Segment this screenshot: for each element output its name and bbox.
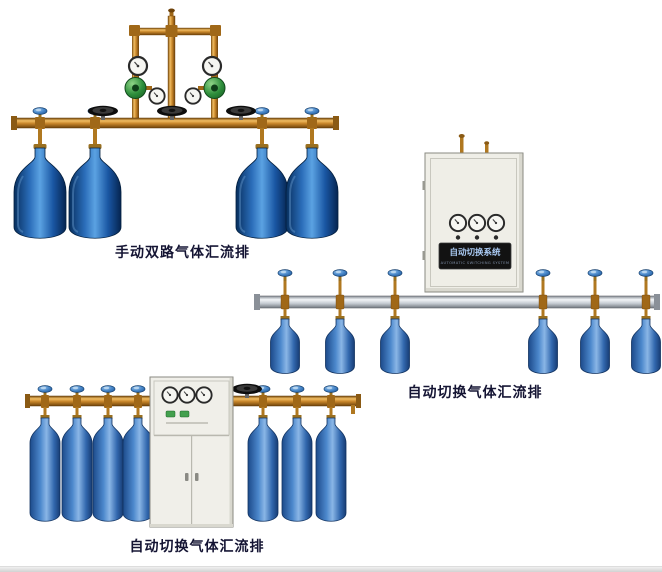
cylinder-valve-knob <box>638 269 654 282</box>
cylinder-valve-knob <box>32 107 48 120</box>
control-panel-title: 自动切换系统 <box>449 247 501 258</box>
gas-cylinder <box>13 143 67 240</box>
cylinder-connection <box>528 269 558 374</box>
auto-switch-manifold-illustration: 自动切换系统 AUTOMATIC SWITCHING SYSTEM <box>254 134 661 374</box>
door-divider <box>191 436 193 524</box>
gas-cylinder <box>122 414 154 522</box>
gas-cylinder <box>270 315 300 374</box>
indicator-light <box>493 235 499 240</box>
gas-cylinder <box>247 414 279 522</box>
manifold-main-pipe <box>11 116 339 130</box>
cabinet-hinge <box>422 251 426 260</box>
pressure-gauge <box>178 386 196 404</box>
figure-auto-switch-manifold-wall: 自动切换系统 AUTOMATIC SWITCHING SYSTEM <box>252 133 662 383</box>
cylinder-connection <box>631 269 661 374</box>
bottom-edge-strip <box>0 566 662 572</box>
pressure-gauge <box>467 213 487 233</box>
cylinder-connection <box>325 269 355 374</box>
right-pressure-regulator <box>184 55 226 118</box>
cylinder-connection <box>315 385 347 522</box>
control-cabinet <box>149 376 234 528</box>
label-text-line <box>166 422 208 424</box>
cylinder-valve-knob <box>535 269 551 282</box>
cylinder-connection <box>122 385 154 522</box>
door-handle <box>195 473 199 481</box>
cylinder-connection <box>281 385 313 522</box>
manifold-pipe <box>254 294 660 310</box>
cylinder-connection <box>87 107 103 147</box>
cylinder-connection <box>247 385 279 522</box>
cylinder-connection <box>580 269 610 374</box>
cylinder-connection <box>32 107 48 147</box>
pipe-end-cap <box>25 394 30 408</box>
green-label <box>179 410 190 418</box>
cylinder-valve-knob <box>304 107 320 120</box>
control-panel-subtitle: AUTOMATIC SWITCHING SYSTEM <box>441 261 510 265</box>
pressure-gauge <box>448 213 468 233</box>
figure-auto-switch-manifold-floor <box>20 370 370 538</box>
pipe-end-cap <box>333 116 339 130</box>
pipe-end-cap <box>654 294 660 310</box>
cabinet-top-fittings <box>458 134 490 155</box>
gas-cylinder <box>92 414 124 522</box>
cylinder-valve-knob <box>332 269 348 282</box>
gas-cylinder <box>29 414 61 522</box>
cylinder-connection <box>61 385 93 522</box>
cylinder-connection <box>270 269 300 374</box>
gas-cylinder <box>580 315 610 374</box>
cylinder-connection <box>304 107 320 147</box>
pipe-end-cap <box>356 394 361 408</box>
pressure-gauge <box>148 87 166 105</box>
door-handle <box>185 473 189 481</box>
cross-fitting <box>165 25 178 37</box>
pipe-end-cap <box>11 116 17 130</box>
pressure-gauge <box>195 386 213 404</box>
gas-cylinder <box>528 315 558 374</box>
gas-cylinder <box>380 315 410 374</box>
gas-cylinder <box>281 414 313 522</box>
pressure-gauge <box>161 386 179 404</box>
gas-cylinder <box>68 143 122 240</box>
indicator-light <box>455 235 461 240</box>
pressure-gauge <box>486 213 506 233</box>
regulator-body <box>124 77 147 99</box>
auto-switch-floor-manifold-illustration <box>25 376 361 528</box>
pipe-end-outlet <box>351 405 355 414</box>
gas-cylinder <box>325 315 355 374</box>
cylinder-connection <box>29 385 61 522</box>
elbow-fitting <box>129 25 140 36</box>
cabinet-hinge <box>422 181 426 190</box>
pipe-end-cap <box>254 294 260 310</box>
figure-manual-dual-manifold <box>5 8 350 248</box>
cylinder-connection <box>254 107 270 147</box>
pressure-gauge <box>201 55 223 77</box>
caption-auto-switch-manifold-floor: 自动切换气体汇流排 <box>129 539 265 555</box>
caption-auto-switch-manifold-wall: 自动切换气体汇流排 <box>407 385 543 401</box>
cylinder-valve-knob <box>587 269 603 282</box>
gas-cylinder <box>61 414 93 522</box>
elbow-fitting <box>210 25 221 36</box>
manual-dual-manifold-illustration <box>11 8 339 240</box>
pressure-gauge <box>127 55 149 77</box>
pressure-gauge <box>184 87 202 105</box>
indicator-light <box>474 235 480 240</box>
gas-cylinder <box>631 315 661 374</box>
control-cabinet: 自动切换系统 AUTOMATIC SWITCHING SYSTEM <box>422 152 524 293</box>
cylinder-valve-knob <box>254 107 270 120</box>
caption-manual-dual-manifold: 手动双路气体汇流排 <box>115 245 250 261</box>
regulator-body <box>203 77 226 99</box>
gas-cylinder <box>315 414 347 522</box>
cylinder-valve-knob <box>387 269 403 282</box>
green-label <box>165 410 176 418</box>
left-pressure-regulator <box>124 55 166 118</box>
cylinder-connection <box>380 269 410 374</box>
cylinder-connection <box>92 385 124 522</box>
manifold-top-frame <box>129 8 221 119</box>
cylinder-valve-knob <box>277 269 293 282</box>
control-panel-display <box>438 242 512 270</box>
top-valve-cap <box>168 8 175 13</box>
